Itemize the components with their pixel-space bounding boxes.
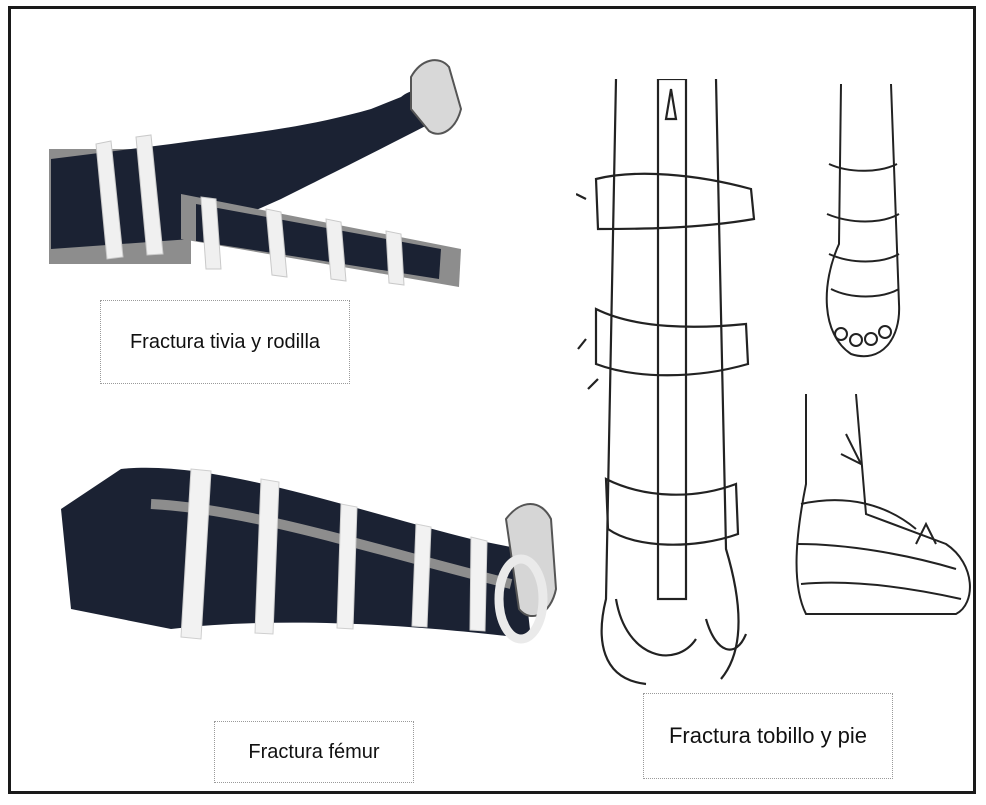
toe bbox=[879, 326, 891, 338]
bandage-knots bbox=[841, 434, 936, 544]
bandage-ends bbox=[576, 194, 598, 389]
leg-outline-right bbox=[716, 79, 739, 679]
splint-board bbox=[658, 79, 686, 599]
foot-outline bbox=[827, 84, 899, 356]
splinted-lower-leg-front-illustration bbox=[576, 79, 776, 689]
bandaged-foot-top-illustration bbox=[811, 84, 911, 374]
ankle-outline bbox=[797, 394, 970, 614]
toe bbox=[850, 334, 862, 346]
splinted-leg-tibia-knee-illustration bbox=[41, 49, 481, 309]
foot-outline bbox=[616, 599, 746, 655]
caption-ankle-foot: Fractura tobillo y pie bbox=[643, 693, 893, 779]
figure-frame: Fractura tivia y rodilla Fractura fémur bbox=[8, 6, 976, 794]
bandage-lower bbox=[606, 479, 738, 545]
bandage-wraps bbox=[827, 164, 899, 297]
caption-femur: Fractura fémur bbox=[214, 721, 414, 783]
leg-shape bbox=[61, 468, 531, 639]
bandage-upper bbox=[596, 174, 754, 229]
splinted-leg-femur-illustration bbox=[51, 449, 571, 689]
toe bbox=[835, 328, 847, 340]
toe bbox=[865, 333, 877, 345]
splint-tip bbox=[666, 89, 676, 119]
bandage-wraps bbox=[798, 500, 961, 599]
bandaged-ankle-side-illustration bbox=[786, 394, 976, 634]
leg-outline-left bbox=[602, 79, 646, 684]
caption-tibia-knee: Fractura tivia y rodilla bbox=[100, 300, 350, 384]
bandage-middle bbox=[596, 309, 748, 375]
